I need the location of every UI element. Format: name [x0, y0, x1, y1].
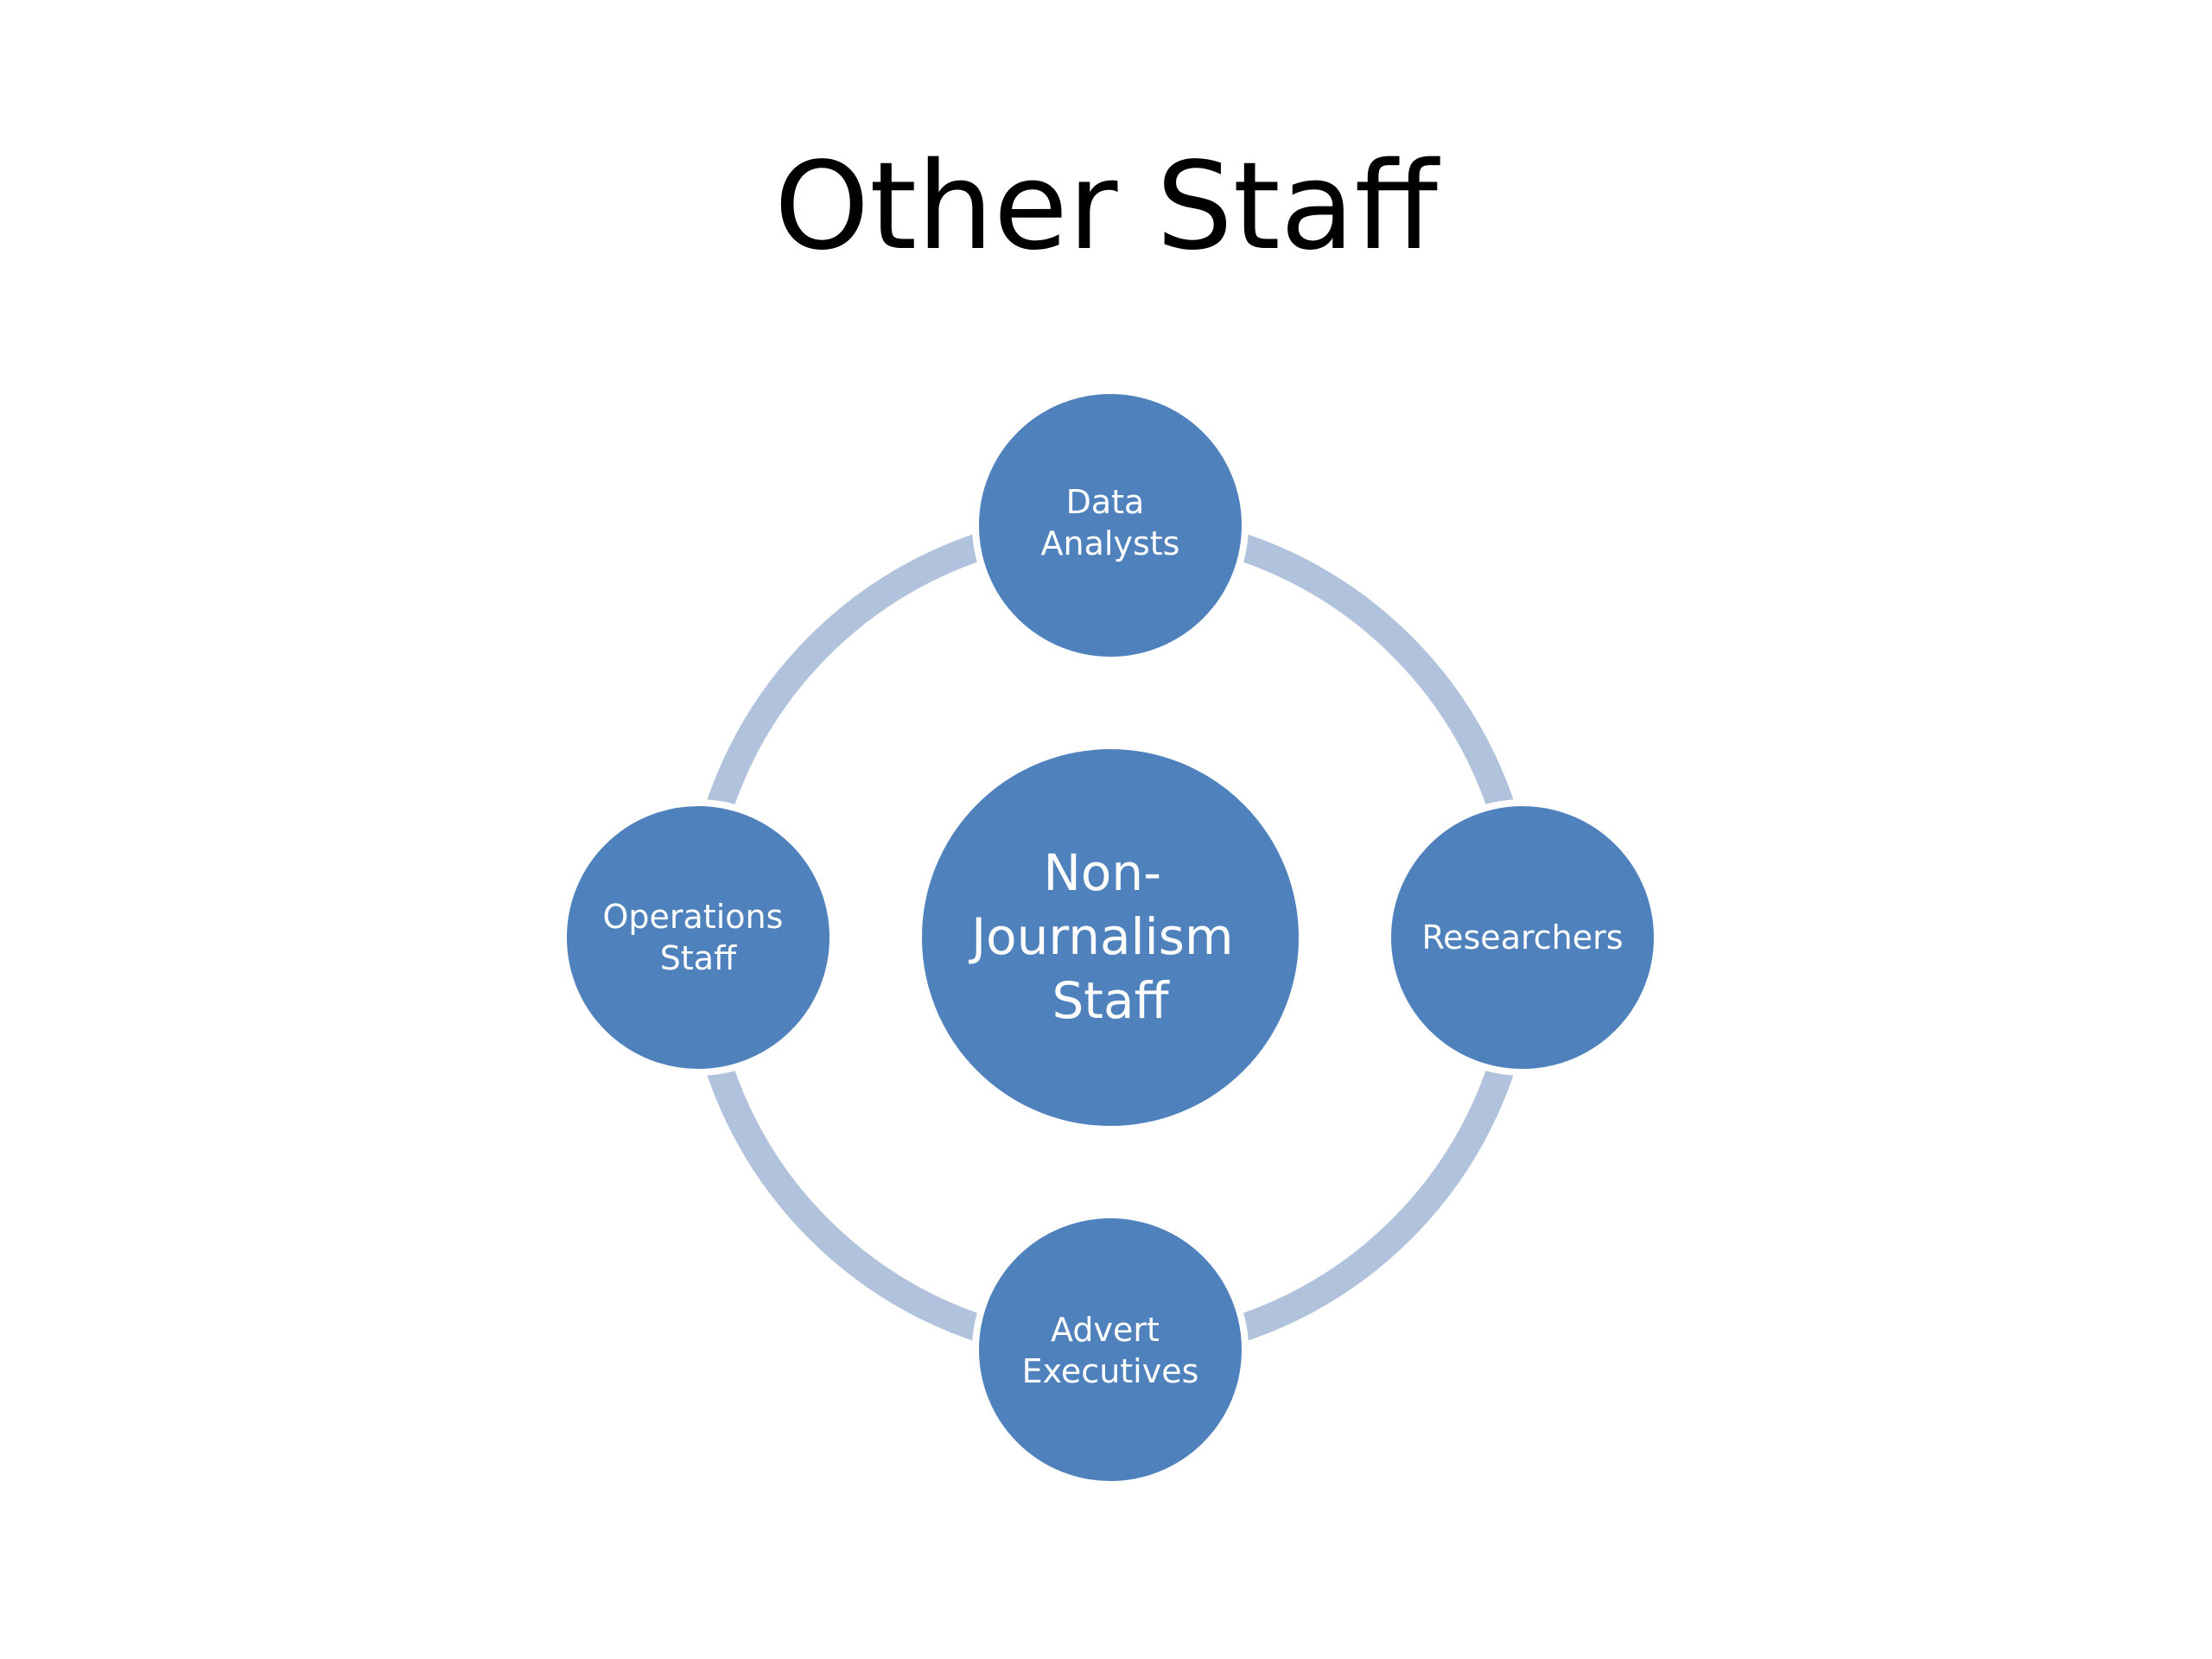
satellite-node-operations-staff: Operations Staff [560, 799, 836, 1076]
center-node-circle [915, 742, 1306, 1133]
center-node-label: Non- Journalism Staff [969, 843, 1249, 1030]
satellite-node-circle [1384, 799, 1661, 1076]
satellite-node-circle [560, 799, 836, 1076]
satellite-node-advert-executives: Advert Executives [972, 1211, 1249, 1488]
satellite-node-label: Operations Staff [602, 898, 793, 977]
satellite-node-label: Data Analysts [1041, 483, 1180, 563]
satellite-node-label: Advert Executives [1022, 1311, 1199, 1390]
satellite-node-circle [972, 1211, 1249, 1488]
center-node-label-line: Journalism [969, 907, 1233, 966]
satellite-node-label-line: Researchers [1421, 918, 1623, 957]
satellite-node-data-analysts: Data Analysts [972, 387, 1249, 664]
satellite-node-label-line: Executives [1022, 1352, 1199, 1390]
center-node: Non- Journalism Staff [915, 742, 1306, 1133]
satellite-node-label-line: Advert [1051, 1311, 1160, 1349]
satellite-node-label-line: Operations [602, 898, 783, 936]
satellite-node-label-line: Data [1066, 483, 1145, 521]
slide-title: Other Staff [773, 137, 1439, 277]
satellite-node-label-line: Analysts [1041, 524, 1180, 563]
satellite-node-label-line: Staff [660, 939, 737, 977]
satellite-node-circle [972, 387, 1249, 664]
satellite-node-label: Researchers [1421, 918, 1623, 957]
center-node-label-line: Staff [1052, 971, 1170, 1030]
center-node-label-line: Non- [1044, 843, 1162, 902]
satellite-node-researchers: Researchers [1384, 799, 1661, 1076]
